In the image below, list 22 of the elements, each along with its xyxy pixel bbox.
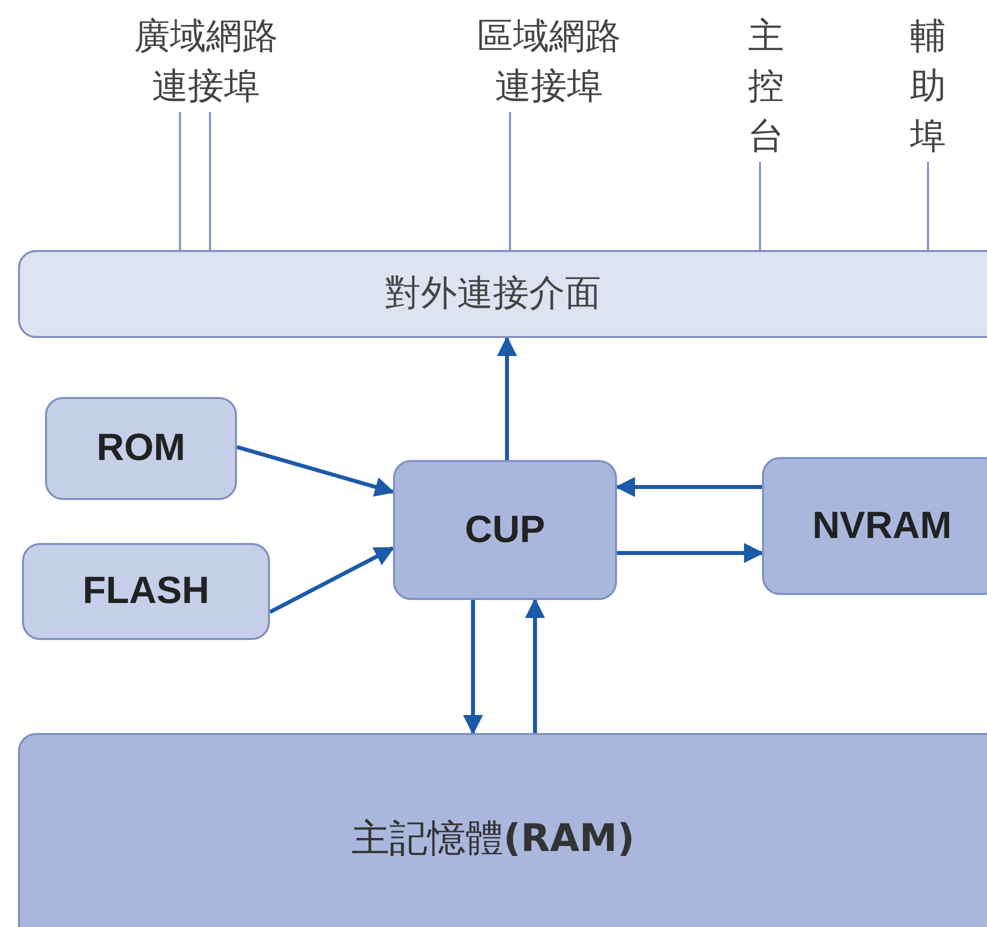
interface-bar: 對外連接介面 [18, 250, 987, 338]
port-label: 區域網路連接埠 [468, 12, 630, 112]
connector-line [209, 112, 211, 250]
connector-line [927, 162, 929, 250]
arrow [236, 445, 395, 497]
arrow [525, 598, 545, 733]
arrow [463, 600, 483, 735]
memory-box: ROM [45, 397, 237, 500]
port-label: 主控台 [740, 12, 792, 162]
port-label: 廣域網路連接埠 [125, 12, 287, 112]
connector-line [759, 162, 761, 250]
arrow [269, 546, 395, 614]
module-box: CUP [393, 460, 617, 600]
port-label: 輔助埠 [902, 12, 954, 162]
arrow [617, 543, 764, 563]
memory-box: FLASH [22, 543, 270, 640]
memory-box: 主記憶體(RAM) [18, 733, 987, 927]
arrow [615, 477, 762, 497]
connector-line [179, 112, 181, 250]
connector-line [509, 112, 511, 250]
arrow [497, 336, 517, 460]
module-box: NVRAM [762, 457, 987, 595]
